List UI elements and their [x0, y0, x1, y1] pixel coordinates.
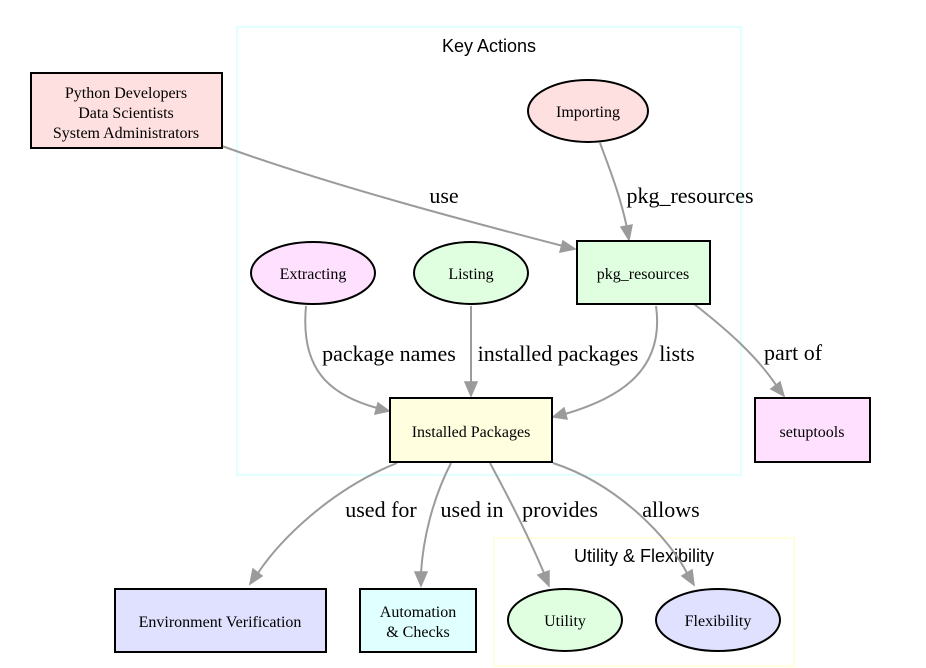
node-users-line-3: System Administrators	[53, 125, 199, 142]
cluster-utility-flexibility-border	[493, 537, 795, 667]
edge-users-pkg: use	[221, 145, 577, 253]
node-environment-verification: Environment Verification	[114, 588, 327, 653]
edge-arrowhead	[463, 381, 479, 398]
edge-line	[552, 462, 688, 574]
edge-label-allows: allows	[642, 497, 699, 522]
node-installed-packages-box	[389, 397, 553, 463]
node-users-line-2: Data Scientists	[78, 105, 174, 122]
edge-arrowhead	[551, 406, 569, 420]
node-users-line-1: Python Developers	[65, 85, 187, 102]
node-listing-label: Listing	[448, 266, 493, 283]
node-utility-label: Utility	[544, 613, 586, 630]
edge-arrowhead	[536, 569, 550, 588]
cluster-key-actions-label: Key Actions	[442, 36, 536, 56]
node-installed-packages-label: Installed Packages	[412, 424, 531, 441]
node-importing-shape	[527, 79, 649, 143]
node-importing: Importing	[527, 79, 649, 143]
node-automation-checks-line-2: & Checks	[386, 624, 450, 641]
edge-label-package-names: package names	[322, 341, 456, 366]
node-listing-shape	[413, 241, 529, 305]
node-pkg-resources: pkg_resources	[576, 240, 711, 305]
edge-installed-utility: provides	[489, 462, 598, 588]
node-automation-checks-box	[359, 588, 477, 653]
node-setuptools-label: setuptools	[780, 424, 845, 441]
node-installed-packages: Installed Packages	[389, 397, 553, 463]
node-utility: Utility	[507, 588, 623, 652]
edge-label-provides: provides	[522, 497, 598, 522]
edge-label-installed-packages: installed packages	[478, 341, 639, 366]
edge-label-part-of: part of	[764, 340, 823, 365]
node-flexibility: Flexibility	[655, 588, 781, 652]
edge-line	[693, 303, 777, 386]
edge-line	[221, 145, 564, 247]
cluster-utility-flexibility-label: Utility & Flexibility	[574, 546, 714, 566]
node-users: Python Developers Data Scientists System…	[30, 72, 223, 149]
node-pkg-resources-box	[576, 240, 711, 305]
edge-label-used-for: used for	[345, 497, 417, 522]
node-environment-verification-box	[114, 588, 327, 653]
node-extracting-shape	[250, 241, 376, 305]
edge-listing-installed: installed packages	[463, 306, 639, 398]
node-listing: Listing	[413, 241, 529, 305]
node-utility-shape	[507, 588, 623, 652]
edge-installed-env: used for	[248, 462, 417, 586]
edge-line	[304, 305, 378, 409]
edge-line	[599, 142, 628, 229]
node-extracting: Extracting	[250, 241, 376, 305]
edge-importing-pkg: pkg_resources	[599, 142, 754, 243]
edge-arrowhead	[558, 239, 577, 253]
edge-pkg-setuptools: part of	[693, 303, 823, 398]
edge-label-importing-pkg: pkg_resources	[626, 183, 753, 208]
edge-label-used-in: used in	[441, 497, 504, 522]
edge-pkg-installed: lists	[551, 305, 695, 420]
node-setuptools-box	[754, 397, 871, 463]
edge-label-lists: lists	[659, 341, 694, 366]
edge-label-use: use	[429, 183, 458, 208]
node-pkg-resources-label: pkg_resources	[597, 266, 689, 283]
node-environment-verification-label: Environment Verification	[139, 614, 302, 631]
node-setuptools: setuptools	[754, 397, 871, 463]
edge-installed-flexibility: allows	[552, 462, 700, 587]
edge-installed-automation: used in	[413, 462, 504, 588]
node-users-box	[30, 72, 223, 149]
edge-extracting-installed: package names	[304, 305, 456, 415]
edge-arrowhead	[373, 401, 391, 415]
edge-arrowhead	[680, 568, 695, 587]
node-importing-label: Importing	[556, 104, 620, 121]
edge-line	[489, 462, 545, 574]
edge-arrowhead	[769, 380, 786, 398]
edge-line	[564, 305, 659, 415]
node-flexibility-shape	[655, 588, 781, 652]
cluster-key-actions-border	[236, 26, 742, 476]
edge-arrowhead	[248, 567, 264, 586]
cluster-key-actions: Key Actions	[236, 26, 742, 476]
edge-arrowhead	[413, 571, 429, 588]
edge-line	[257, 462, 398, 574]
node-flexibility-label: Flexibility	[685, 613, 752, 630]
node-automation-checks-line-1: Automation	[380, 604, 456, 621]
edge-line	[420, 462, 452, 574]
edge-arrowhead	[619, 224, 633, 243]
node-extracting-label: Extracting	[280, 266, 347, 283]
node-automation-checks: Automation & Checks	[359, 588, 477, 653]
